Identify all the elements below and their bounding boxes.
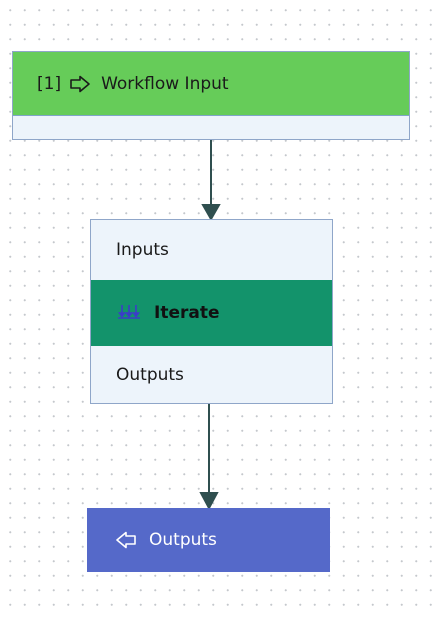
outputs-node[interactable]: Outputs [87,508,330,572]
workflow-input-node[interactable]: [1] Workflow Input [12,51,410,140]
arrow-right-outline-icon [69,75,91,93]
connector-arrowhead-2 [199,492,219,511]
connector-arrowhead-1 [201,204,221,222]
iterate-header[interactable]: Iterate [91,280,332,346]
iterate-outputs-label: Outputs [116,364,184,385]
iterate-outputs-port[interactable]: Outputs [91,346,332,403]
workflow-input-header[interactable]: [1] Workflow Input [13,52,409,116]
arrow-left-outline-icon [115,531,137,549]
iterate-inputs-port[interactable]: Inputs [91,220,332,280]
iterate-inputs-label: Inputs [116,240,169,260]
iterate-icon [116,302,142,324]
outputs-title: Outputs [149,530,217,550]
iterate-title: Iterate [154,303,220,323]
node-index-label: [1] [37,73,62,94]
workflow-input-title: Workflow Input [101,73,229,94]
iterate-node[interactable]: Inputs Iterate Outputs [90,219,333,404]
